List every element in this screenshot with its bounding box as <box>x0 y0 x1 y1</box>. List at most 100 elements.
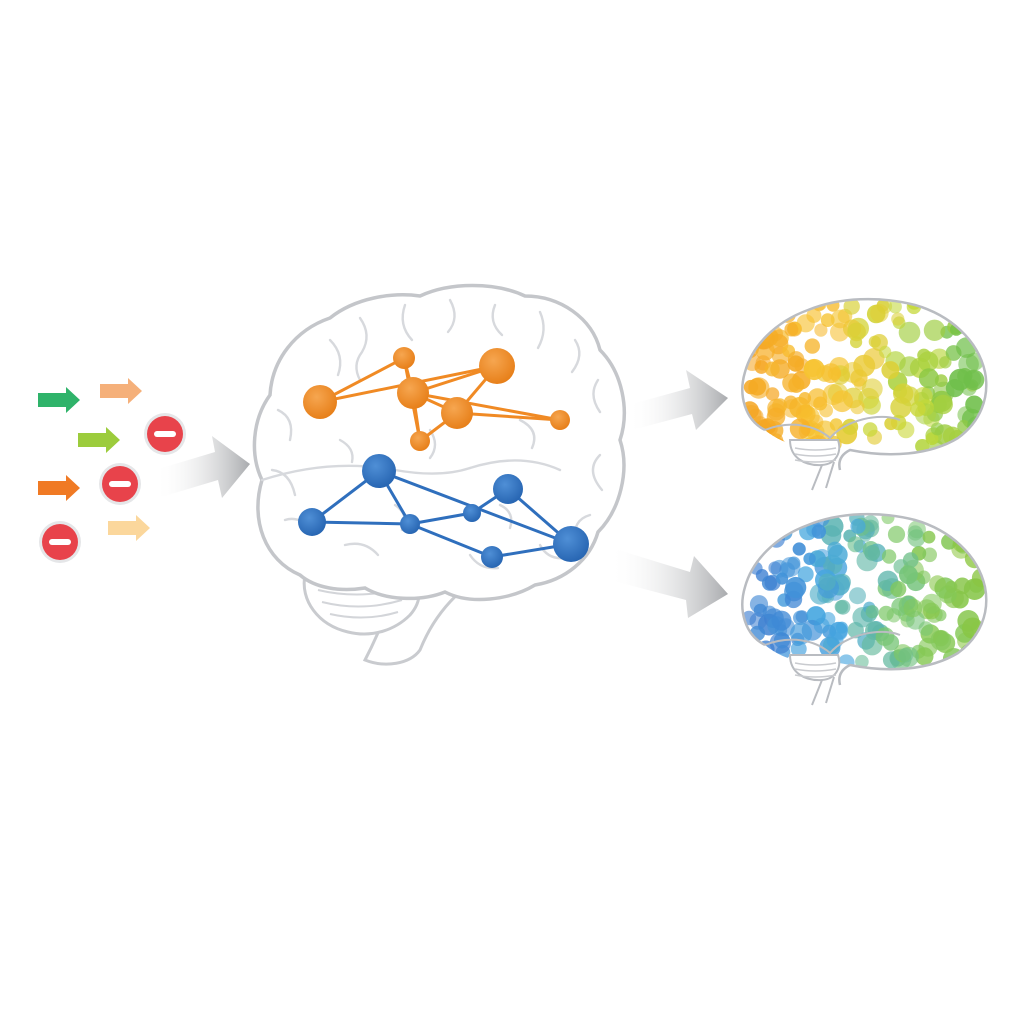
network-node <box>479 348 515 384</box>
activation-spot <box>961 524 975 539</box>
activation-spot <box>768 561 782 575</box>
activation-spot <box>765 437 787 455</box>
activation-spot <box>915 647 934 666</box>
activation-spot <box>925 432 939 446</box>
central-brain-illustration <box>252 283 626 666</box>
activation-spot <box>970 645 987 666</box>
activation-spot <box>902 552 919 568</box>
cortex-outline <box>252 283 626 602</box>
activation-spot <box>882 634 900 651</box>
activation-spot <box>965 395 984 414</box>
network-node <box>550 410 570 430</box>
network-node <box>393 347 415 369</box>
activation-spot <box>798 392 812 405</box>
activation-spot <box>807 388 828 408</box>
stop-badge-top <box>144 413 186 455</box>
activation-spot <box>811 524 826 539</box>
activation-spot <box>888 300 902 314</box>
stop-badge-middle <box>99 463 141 505</box>
activation-spot <box>787 351 805 368</box>
activation-spot <box>742 299 763 318</box>
activation-spot <box>891 312 905 326</box>
activation-spot <box>878 345 892 359</box>
activation-spot <box>789 418 811 440</box>
activation-spot <box>952 534 971 553</box>
activation-spot <box>949 523 963 537</box>
activation-spot <box>804 338 820 354</box>
activation-spot <box>868 335 881 348</box>
activation-spot <box>903 598 923 618</box>
activation-spot <box>864 545 881 561</box>
network-edge <box>408 511 474 526</box>
orange-network <box>303 347 570 451</box>
activation-spots <box>742 514 987 670</box>
activation-spot <box>930 629 952 651</box>
activation-spot <box>847 322 866 342</box>
activation-spot <box>748 378 767 396</box>
map-brainstem <box>811 461 835 491</box>
activation-spot <box>792 542 806 556</box>
network-node <box>441 397 473 429</box>
activation-spot <box>834 600 849 614</box>
activation-spot <box>850 399 865 415</box>
activation-spot <box>793 610 808 626</box>
activation-spot <box>826 631 844 649</box>
activation-spot <box>933 394 953 415</box>
activation-spot <box>862 515 879 532</box>
activation-spot <box>861 378 883 400</box>
activation-spot <box>865 605 879 619</box>
input-arrow-peach <box>100 378 142 404</box>
activation-spot <box>910 401 926 417</box>
activation-spot <box>827 541 843 557</box>
activation-spot <box>818 573 836 591</box>
activation-spot <box>814 323 828 337</box>
network-edge <box>411 391 562 422</box>
activation-spot <box>762 439 777 454</box>
input-arrow-lime <box>78 427 120 453</box>
activation-spot <box>782 399 802 418</box>
network-node <box>400 514 420 534</box>
network-node <box>463 504 481 522</box>
activation-spot <box>821 612 836 627</box>
activation-spot <box>784 322 799 337</box>
activation-spot <box>881 514 895 525</box>
activation-spot <box>803 552 816 565</box>
activation-spot <box>829 418 843 431</box>
map-fold-line <box>764 415 901 440</box>
activation-spot <box>899 565 918 585</box>
map-cortex-outline <box>741 512 988 686</box>
network-node <box>303 385 337 419</box>
flow-arrow-to-bottom-map <box>610 548 728 618</box>
activation-spot <box>893 383 914 404</box>
activation-spot <box>752 526 770 543</box>
activation-spot <box>953 577 971 595</box>
activation-spot <box>756 312 772 327</box>
activation-spot <box>907 525 923 541</box>
activation-spot <box>849 587 866 605</box>
network-node <box>362 454 396 488</box>
activation-spot <box>785 576 807 599</box>
output-brain-map-bottom <box>741 512 988 706</box>
activation-spot <box>788 376 805 393</box>
map-fold-line <box>764 630 901 655</box>
activation-spot <box>897 421 915 439</box>
activation-spot <box>759 327 779 347</box>
activation-spot <box>742 644 758 663</box>
network-edge <box>455 411 562 422</box>
network-node <box>553 526 589 562</box>
activation-spot <box>964 319 980 335</box>
activation-spot <box>963 369 985 391</box>
activation-spot <box>749 310 764 324</box>
activation-spot <box>796 314 815 333</box>
activation-spot <box>957 525 973 541</box>
activation-spot <box>922 530 936 544</box>
activation-spot <box>749 595 769 614</box>
activation-spot <box>766 407 786 427</box>
flow-arrows-group <box>155 370 728 618</box>
output-brain-map-top <box>741 297 988 491</box>
activation-spot <box>884 417 898 431</box>
activation-spot <box>967 317 986 336</box>
activation-spot <box>881 361 900 380</box>
activation-spot <box>787 556 801 570</box>
